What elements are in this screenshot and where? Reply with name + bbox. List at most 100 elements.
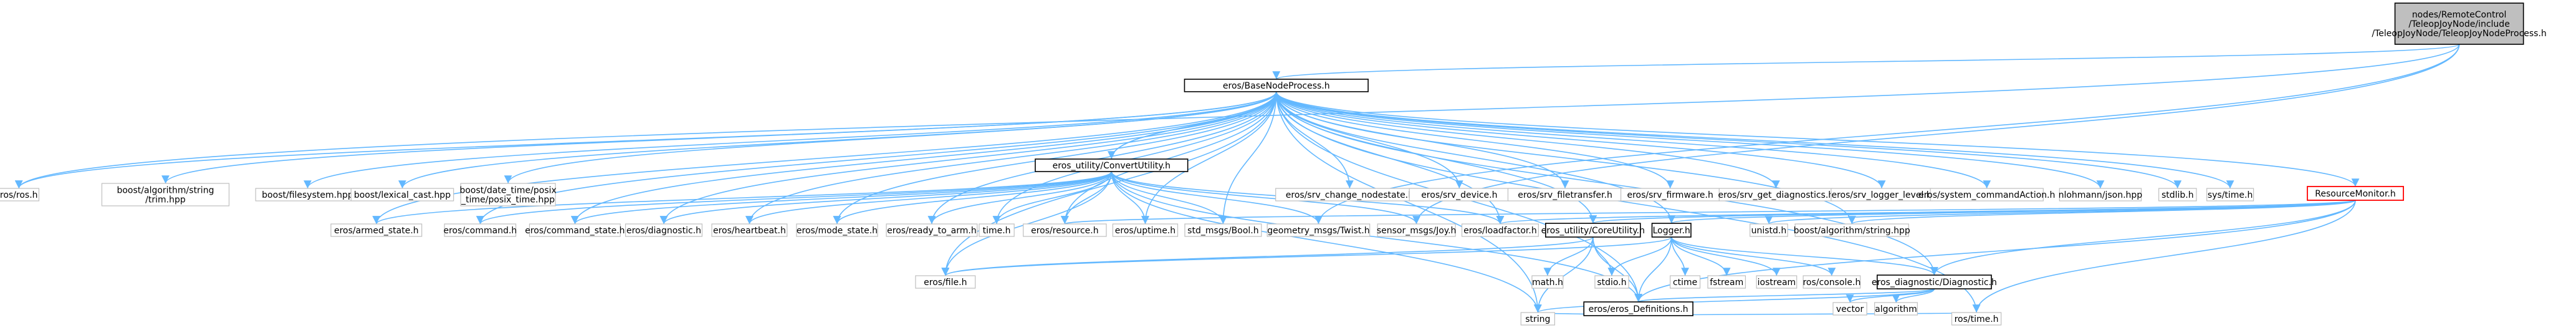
node-vector[interactable]: vector [1832,302,1867,316]
node-srvdiag[interactable]: eros/srv_get_diagnostics.h [1718,188,1834,201]
node-fs[interactable]: boost/filesystem.hpp [255,188,360,201]
node-convert[interactable]: eros_utility/ConvertUtility.h [1035,158,1189,172]
node-string-label-0: string [1525,314,1550,324]
node-algorithm[interactable]: algorithm [1874,302,1918,316]
node-loadfactor-box [1461,223,1539,237]
node-posix[interactable]: boost/date_time/posix_time/posix_time.hp… [459,183,557,206]
node-defs-box [1583,301,1693,316]
node-modestate[interactable]: eros/mode_state.h [796,223,878,237]
node-json[interactable]: nlohmann/json.hpp [2059,188,2143,201]
node-iostream-label-0: iostream [1758,278,1796,288]
node-posix-label-1: _time/posix_time.hpp [461,195,555,205]
edge-base-to-srvlog [1275,91,1886,189]
node-erosfile[interactable]: eros/file.h [915,275,976,289]
edge-base-to-resmon [1275,91,2360,187]
node-algstr-box [1794,223,1909,237]
edge-base-to-string [1275,91,1542,313]
node-resmon[interactable]: ResourceMonitor.h [2307,186,2404,201]
node-twist-box [1266,223,1371,237]
node-srvlog[interactable]: eros/srv_logger_level.h [1831,188,1933,201]
node-trim[interactable]: boost/algorithm/string/trim.hpp [101,183,230,206]
node-command-label-0: eros/command.h [443,226,517,236]
node-heartbeat-box [711,223,788,237]
node-srvdev[interactable]: eros/srv_device.h [1409,188,1510,201]
node-systime[interactable]: sys/time.h [2206,188,2254,201]
node-uptime[interactable]: eros/uptime.h [1112,223,1179,237]
node-rosconsole-label-0: ros/console.h [1803,278,1860,288]
node-srvfile[interactable]: eros/srv_filetransfer.h [1507,188,1623,201]
node-srvfw[interactable]: eros/srv_firmware.h [1620,188,1720,201]
node-iostream[interactable]: iostream [1756,275,1798,289]
node-coreutil[interactable]: eros_utility/CoreUtility.h [1541,223,1645,238]
node-ctime[interactable]: ctime [1670,275,1701,289]
node-defs-label-0: eros/eros_Definitions.h [1589,304,1688,314]
edge-logger-to-iostream [1670,236,1781,276]
node-syscmd[interactable]: eros/system_commandAction.h [1918,188,2055,201]
edge-diagdiag-to-string [1534,288,1935,313]
node-loadfactor-label-0: eros/loadfactor.h [1463,226,1537,236]
node-armed[interactable]: eros/armed_state.h [330,223,423,237]
node-root-label-0: nodes/RemoteControl [2412,10,2507,20]
node-diag-label-0: eros/diagnostic.h [626,226,701,236]
node-fstream[interactable]: fstream [1707,275,1746,289]
node-resource[interactable]: eros/resource.h [1023,223,1107,237]
node-chgnode[interactable]: eros/srv_change_nodestate.h [1275,188,1424,201]
node-stdbool[interactable]: std_msgs/Bool.h [1184,223,1262,237]
node-loadfactor[interactable]: eros/loadfactor.h [1461,223,1539,237]
node-modestate-label-0: eros/mode_state.h [797,226,878,236]
node-base[interactable]: eros/BaseNodeProcess.h [1184,79,1369,92]
node-ready[interactable]: eros/ready_to_arm.h [886,223,978,237]
node-defs[interactable]: eros/eros_Definitions.h [1583,301,1693,316]
edge-convert-to-heartbeat [745,171,1113,225]
node-mathh-label-0: math.h [1532,278,1563,288]
node-ros-label-0: ros/ros.h [0,190,38,200]
node-root-label-2: /TeleopJoyNode/TeleopJoyNodeProcess.h [2372,29,2546,39]
edge-base-to-stdlib [1275,91,2181,189]
node-algstr[interactable]: boost/algorithm/string.hpp [1794,223,1910,237]
edge-base-to-algstr [1275,91,1856,225]
node-ctime-label-0: ctime [1673,278,1697,288]
node-algstr-label-0: boost/algorithm/string.hpp [1794,226,1910,236]
node-uptime-box [1112,223,1179,237]
node-stdlib[interactable]: stdlib.h [2158,188,2197,201]
edge-base-to-uptime [1141,91,1277,225]
node-rosconsole[interactable]: ros/console.h [1803,275,1861,289]
node-diag[interactable]: eros/diagnostic.h [625,223,703,237]
node-timeh-box [979,223,1015,237]
node-uptime-label-0: eros/uptime.h [1115,226,1175,236]
node-mathh[interactable]: math.h [1531,275,1564,289]
node-stdio[interactable]: stdio.h [1594,275,1629,289]
node-command[interactable]: eros/command.h [443,223,517,237]
node-string[interactable]: string [1520,312,1555,326]
node-syscmd-box [1930,188,2044,201]
edge-convert-to-twist [1111,171,1323,225]
node-timeh[interactable]: time.h [979,223,1015,237]
edge-resmon-to-diagdiag [1930,200,2356,276]
edge-convert-to-modestate [833,171,1113,225]
node-rosconsole-box [1803,275,1861,289]
edge-diagdiag-to-defs [1634,288,1935,303]
node-joy[interactable]: sensor_msgs/Joy.h [1377,223,1457,237]
node-logger[interactable]: Logger.h [1651,223,1692,238]
node-rostime[interactable]: ros/time.h [1951,312,2002,326]
edge-convert-to-timeh [992,171,1113,225]
node-lexcast[interactable]: boost/lexical_cast.hpp [350,188,454,201]
node-heartbeat[interactable]: eros/heartbeat.h [711,223,788,237]
node-mathh-box [1531,275,1564,289]
node-root[interactable]: nodes/RemoteControl/TeleopJoyNode/includ… [2372,2,2547,45]
edge-base-to-json [1275,91,2105,189]
node-diagdiag[interactable]: eros_diagnostic/Diagnostic.h [1872,274,1997,289]
node-coreutil-label-0: eros_utility/CoreUtility.h [1541,226,1645,236]
node-string-box [1520,312,1555,326]
edge-base-to-erosfile [941,91,1277,276]
node-systime-label-0: sys/time.h [2208,190,2253,200]
node-fstream-label-0: fstream [1710,278,1743,288]
node-stdlib-label-0: stdlib.h [2162,190,2194,200]
edge-resmon-to-unistd [1765,200,2356,225]
node-ros[interactable]: ros/ros.h [0,188,40,201]
node-coreutil-box [1545,223,1641,238]
node-unistd[interactable]: unistd.h [1750,223,1788,237]
node-ros-box [0,188,40,201]
node-twist[interactable]: geometry_msgs/Twist.h [1266,223,1371,237]
node-cmdstate[interactable]: eros/command_state.h [525,223,625,237]
